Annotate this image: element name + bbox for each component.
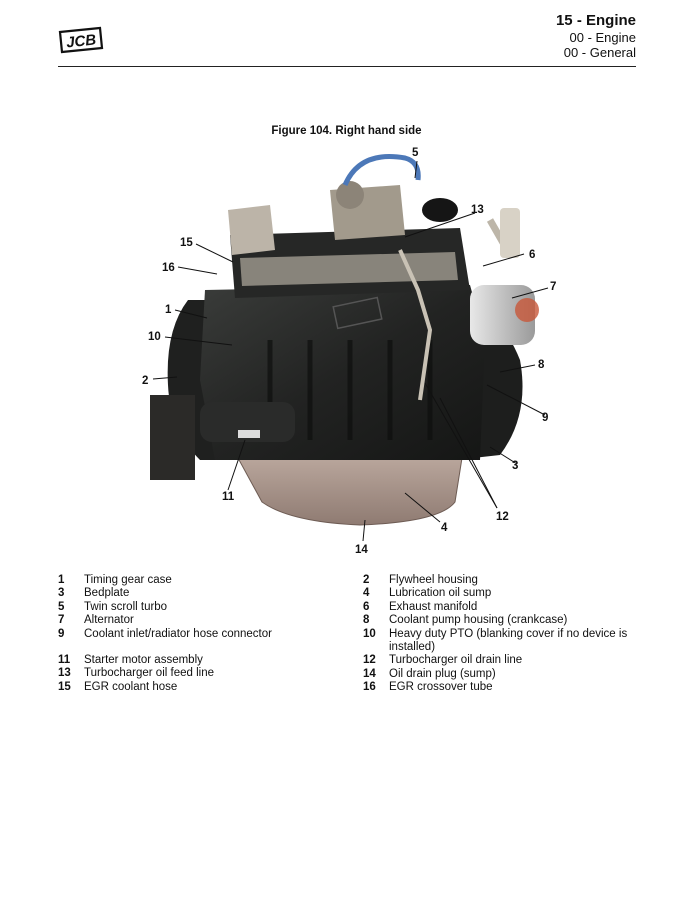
legend-item: 2 Flywheel housing (363, 574, 643, 587)
legend-text: EGR crossover tube (389, 681, 493, 694)
callout-6: 6 (529, 249, 535, 261)
subsection-1: 00 - Engine (569, 30, 637, 45)
legend-num: 9 (58, 627, 65, 640)
callout-5: 5 (412, 147, 419, 159)
subsection-2: 00 - General (563, 45, 636, 60)
legend-text: Oil drain plug (sump) (389, 667, 496, 680)
callout-13: 13 (471, 204, 484, 216)
legend-text: Turbocharger oil drain line (389, 654, 523, 667)
legend-text: Bedplate (84, 587, 130, 600)
oil-filter (422, 198, 458, 222)
legend-item: 11 Starter motor assembly (58, 654, 348, 667)
legend-num: 1 (58, 574, 65, 586)
legend-num: 13 (58, 667, 71, 680)
callout-14: 14 (355, 544, 368, 556)
callout-1: 1 (165, 304, 172, 316)
legend-text: Timing gear case (84, 574, 172, 586)
legend-num: 5 (58, 600, 65, 613)
legend-num: 4 (363, 587, 370, 600)
legend-item: 8 Coolant pump housing (crankcase) (363, 614, 643, 627)
callout-10: 10 (148, 331, 161, 343)
legend-text: Turbocharger oil feed line (84, 667, 214, 680)
egr-cooler (228, 205, 275, 255)
callout-4: 4 (441, 522, 448, 534)
figure-title: Figure 104. Right hand side (271, 125, 422, 137)
legend-item: 1 Timing gear case (58, 574, 348, 587)
page-header: 15 - Engine 00 - Engine 00 - General (556, 12, 636, 60)
legend-text: Starter motor assembly (84, 654, 203, 667)
legend-item: 9 Coolant inlet/radiator hose connector (58, 628, 348, 641)
legend-text: Twin scroll turbo (84, 600, 168, 613)
starter-motor (200, 402, 295, 442)
legend-text: Coolant pump housing (crankcase) (389, 614, 568, 627)
legend-num: 2 (363, 574, 370, 586)
oil-drain-line (398, 249, 433, 401)
section-title: 15 - Engine (555, 12, 636, 29)
callout-2: 2 (142, 375, 148, 387)
callout-7: 7 (550, 281, 556, 293)
callout-15: 15 (180, 237, 193, 249)
legend-item: 15 EGR coolant hose (58, 681, 348, 694)
legend-num: 8 (363, 614, 370, 627)
logo-text: JCB (65, 31, 97, 51)
oil-sump (237, 457, 463, 526)
legend-item: 6 Exhaust manifold (363, 601, 643, 614)
legend-num: 3 (58, 587, 65, 600)
legend-num: 7 (58, 614, 65, 627)
callout-8: 8 (538, 359, 545, 371)
blue-hose (342, 154, 421, 187)
legend-text: Flywheel housing (389, 574, 478, 586)
legend-item: 4 Lubrication oil sump (363, 587, 643, 600)
legend-num: 10 (363, 627, 376, 640)
engine-figure: 1 2 3 4 5 6 7 8 9 10 11 12 13 14 15 16 (0, 140, 693, 560)
legend-num: 12 (363, 654, 376, 667)
legend-num: 6 (363, 600, 370, 613)
legend-item: 7 Alternator (58, 614, 348, 627)
exhaust-manifold (240, 252, 458, 286)
legend-text: Exhaust manifold (389, 600, 478, 613)
jcb-logo: JCB (58, 26, 104, 54)
legend-num: 15 (58, 680, 71, 693)
legend-num: 11 (58, 654, 71, 667)
legend-text: EGR coolant hose (84, 680, 178, 693)
legend-num: 16 (363, 681, 376, 694)
callout-16: 16 (162, 262, 175, 274)
header-rule (58, 66, 636, 67)
legend-item: 10 Heavy duty PTO (blanking cover if no d… (363, 628, 643, 655)
legend-item: 3 Bedplate (58, 587, 348, 600)
alternator (470, 285, 535, 345)
legend-num: 14 (363, 667, 376, 680)
engine-illustration: 1 2 3 4 5 6 7 8 9 10 11 12 13 14 15 16 (142, 147, 556, 556)
legend-text: Coolant inlet/radiator hose connector (84, 627, 272, 640)
legend-item: 5 Twin scroll turbo (58, 601, 348, 614)
callout-11: 11 (222, 491, 235, 503)
legend-item: 12 Turbocharger oil drain line (363, 654, 643, 667)
legend-text: Alternator (84, 614, 134, 627)
legend-item: 13 Turbocharger oil feed line (58, 667, 348, 680)
legend-item: 16 EGR crossover tube (363, 681, 643, 694)
legend-left: 1 Timing gear case 3 Bedplate 5 Twin scroll… (58, 574, 348, 694)
callout-9: 9 (542, 412, 548, 424)
callout-12: 12 (496, 511, 509, 523)
legend-text: Heavy duty PTO (blanking cover if no dev… (389, 627, 628, 654)
callout-3: 3 (512, 460, 518, 472)
leader-lines (152, 160, 549, 542)
engine-bracket (150, 395, 195, 480)
legend-text: Lubrication oil sump (389, 587, 492, 600)
legend-item: 14 Oil drain plug (sump) (363, 668, 643, 681)
